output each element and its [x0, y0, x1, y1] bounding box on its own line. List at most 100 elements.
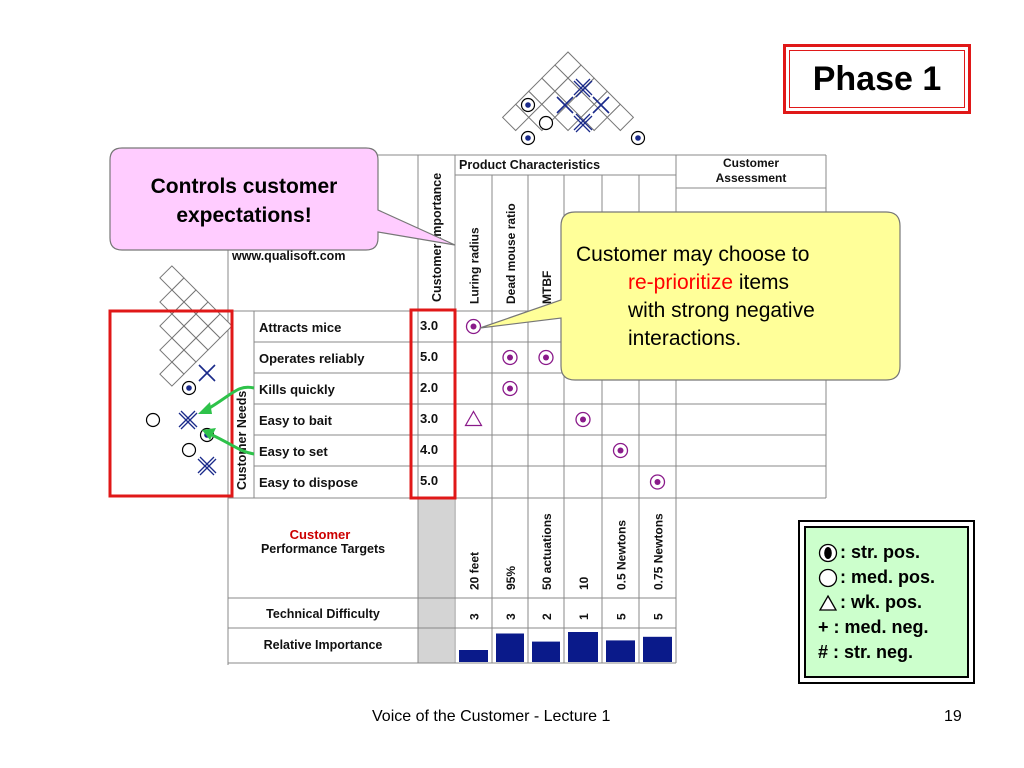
characteristic-header: Luring radius	[468, 227, 482, 304]
correlation-strong-negative-icon	[197, 456, 217, 476]
legend-row-medium-positive: : med. pos.	[818, 565, 967, 590]
importance-value: 3.0	[420, 318, 438, 333]
characteristic-header: Dead mouse ratio	[504, 203, 518, 304]
technical-difficulty-value: 5	[652, 613, 666, 620]
legend-text-strong-positive: : str. pos.	[840, 542, 921, 562]
customer-needs-correlation-triangle	[145, 265, 233, 476]
legend-panel: : str. pos. : med. pos. : wk. pos. + : m…	[804, 526, 969, 678]
correlation-medium-negative-icon	[592, 96, 610, 114]
relative-importance-bar	[496, 633, 524, 662]
strong-relationship-dot	[543, 354, 549, 361]
correlation-medium-positive-icon	[181, 442, 197, 458]
relative-importance-bar	[606, 640, 635, 662]
legend-text-medium-positive: : med. pos.	[840, 567, 936, 587]
legend-row-strong-negative: # : str. neg.	[818, 640, 967, 665]
performance-target: 20 feet	[468, 552, 482, 590]
correlation-strong-positive-dot	[525, 102, 531, 108]
legend-row-strong-positive: : str. pos.	[818, 540, 967, 565]
roof-grid	[501, 51, 635, 132]
importance-value: 3.0	[420, 411, 438, 426]
correlation-strong-positive-dot	[186, 385, 192, 391]
legend-row-medium-negative: + : med. neg.	[818, 615, 967, 640]
technical-difficulty-label: Technical Difficulty	[266, 607, 380, 621]
importance-highlight-box	[409, 308, 457, 500]
weak-relationship-icon	[464, 410, 483, 427]
strong-relationship-dot	[470, 323, 477, 330]
strong-positive-icon	[818, 543, 838, 562]
relative-importance-bar	[568, 632, 598, 662]
importance-value: 5.0	[420, 349, 438, 364]
need-label: Kills quickly	[259, 382, 336, 397]
left-correlation-highlight-box	[108, 309, 234, 498]
performance-targets-label-line2: Performance Targets	[261, 542, 385, 556]
technical-difficulty-value: 3	[504, 613, 518, 620]
arrow-head-lower	[202, 428, 216, 440]
customer-assessment-header-line2: Assessment	[716, 171, 787, 185]
website-label: www.qualisoft.com	[231, 249, 345, 263]
performance-target: 95%	[504, 566, 518, 590]
right-callout-line2-rest: items	[733, 271, 790, 294]
legend: : str. pos. : med. pos. : wk. pos. + : m…	[798, 520, 975, 684]
importance-value: 5.0	[420, 473, 438, 488]
medium-positive-icon	[818, 568, 838, 587]
phase-title-box: Phase 1	[783, 44, 971, 114]
correlation-medium-positive-icon	[145, 412, 161, 428]
strong-relationship-dot	[617, 447, 624, 454]
performance-targets-label-line1: Customer	[290, 527, 351, 542]
correlation-strong-negative-icon	[178, 410, 198, 430]
performance-target: 0.75 Newtons	[652, 513, 666, 590]
left-callout-line1: Controls customer	[150, 175, 338, 198]
left-triangle-cell	[159, 361, 185, 387]
technical-difficulty-value: 2	[540, 613, 554, 620]
legend-row-weak-positive: : wk. pos.	[818, 590, 967, 615]
right-callout-line1: Customer may choose to	[576, 243, 810, 266]
roof-cell	[580, 103, 608, 132]
legend-text-strong-negative: # : str. neg.	[818, 642, 914, 662]
technical-difficulty-value: 5	[615, 613, 629, 620]
importance-value: 2.0	[420, 380, 438, 395]
need-label: Easy to set	[259, 444, 328, 459]
page-number: 19	[944, 708, 962, 725]
correlation-strong-negative-icon	[573, 113, 593, 133]
performance-target: 10	[577, 576, 591, 590]
phase-title: Phase 1	[789, 50, 965, 108]
left-callout-line2: expectations!	[176, 204, 312, 227]
relative-importance-bar	[532, 641, 560, 662]
strong-relationship-dot	[507, 354, 513, 361]
strong-relationship-dot	[580, 416, 586, 423]
technical-difficulty-value: 3	[468, 613, 482, 620]
importance-value: 4.0	[420, 442, 438, 457]
green-arrows	[205, 385, 255, 456]
left-triangle-grid	[159, 265, 233, 387]
characteristic-header: MTBF	[540, 271, 554, 304]
correlation-medium-negative-icon	[198, 364, 216, 382]
strong-relationship-dot	[507, 385, 513, 392]
left-triangle-cell	[159, 313, 185, 339]
need-label: Attracts mice	[259, 320, 341, 335]
product-characteristics-header: Product Characteristics	[459, 158, 600, 172]
relative-importance-label: Relative Importance	[264, 638, 383, 652]
need-label: Easy to bait	[259, 413, 333, 428]
reprioritize-highlight: re-prioritize	[628, 271, 734, 294]
relative-importance-bar	[459, 650, 488, 662]
correlation-strong-positive-dot	[525, 135, 531, 141]
need-label: Operates reliably	[259, 351, 365, 366]
correlation-strong-negative-icon	[573, 78, 593, 98]
right-callout-line3: with strong negative	[628, 299, 815, 322]
legend-text-weak-positive: : wk. pos.	[840, 592, 923, 612]
footer-title: Voice of the Customer - Lecture 1	[372, 708, 611, 725]
strong-relationship-dot	[654, 479, 661, 485]
left-triangle-cell	[159, 289, 185, 315]
right-callout-shape	[479, 211, 901, 381]
left-triangle-cell	[159, 337, 185, 363]
customer-needs-label: Customer Needs	[235, 391, 249, 490]
correlation-medium-positive-icon	[538, 115, 554, 131]
correlation-strong-positive-dot	[635, 135, 641, 141]
roof-cell	[606, 103, 635, 132]
left-callout: Controls customer expectations!	[110, 172, 378, 230]
performance-target: 50 actuations	[540, 513, 554, 590]
arrow-head-upper	[198, 402, 212, 414]
roof-cell	[554, 103, 582, 132]
performance-target: 0.5 Newtons	[615, 520, 629, 590]
need-label: Easy to dispose	[259, 475, 358, 490]
